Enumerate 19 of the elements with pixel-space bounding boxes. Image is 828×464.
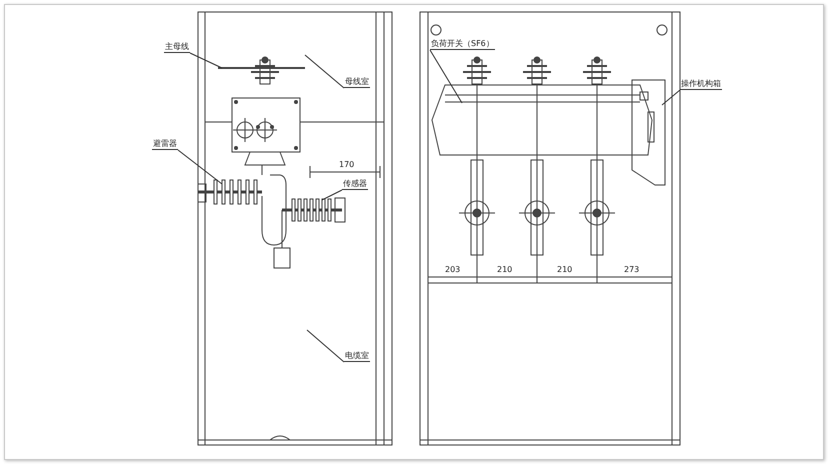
callout-label: 母线室 [344, 77, 370, 88]
leader-line [304, 54, 344, 88]
callout-label: 主母线 [164, 42, 190, 53]
dimension-text: 210 [557, 265, 572, 274]
callout-label: 操作机构箱 [680, 79, 722, 90]
dimension-text: 203 [445, 265, 460, 274]
leader-line [430, 50, 462, 104]
dimension-text: 273 [624, 265, 640, 274]
leader-line [662, 90, 680, 106]
leader-line [322, 190, 342, 200]
leader-line [190, 52, 222, 68]
callout-label: 避雷器 [152, 139, 178, 150]
callout-label: 传感器 [342, 179, 368, 190]
leader-line [306, 330, 344, 362]
callout-label: 负荷开关（SF6） [430, 39, 495, 50]
dimension-text: 210 [497, 265, 512, 274]
dimension-text: 170 [339, 160, 354, 169]
callout-label: 电缆室 [344, 351, 370, 362]
leader-line [178, 150, 222, 184]
